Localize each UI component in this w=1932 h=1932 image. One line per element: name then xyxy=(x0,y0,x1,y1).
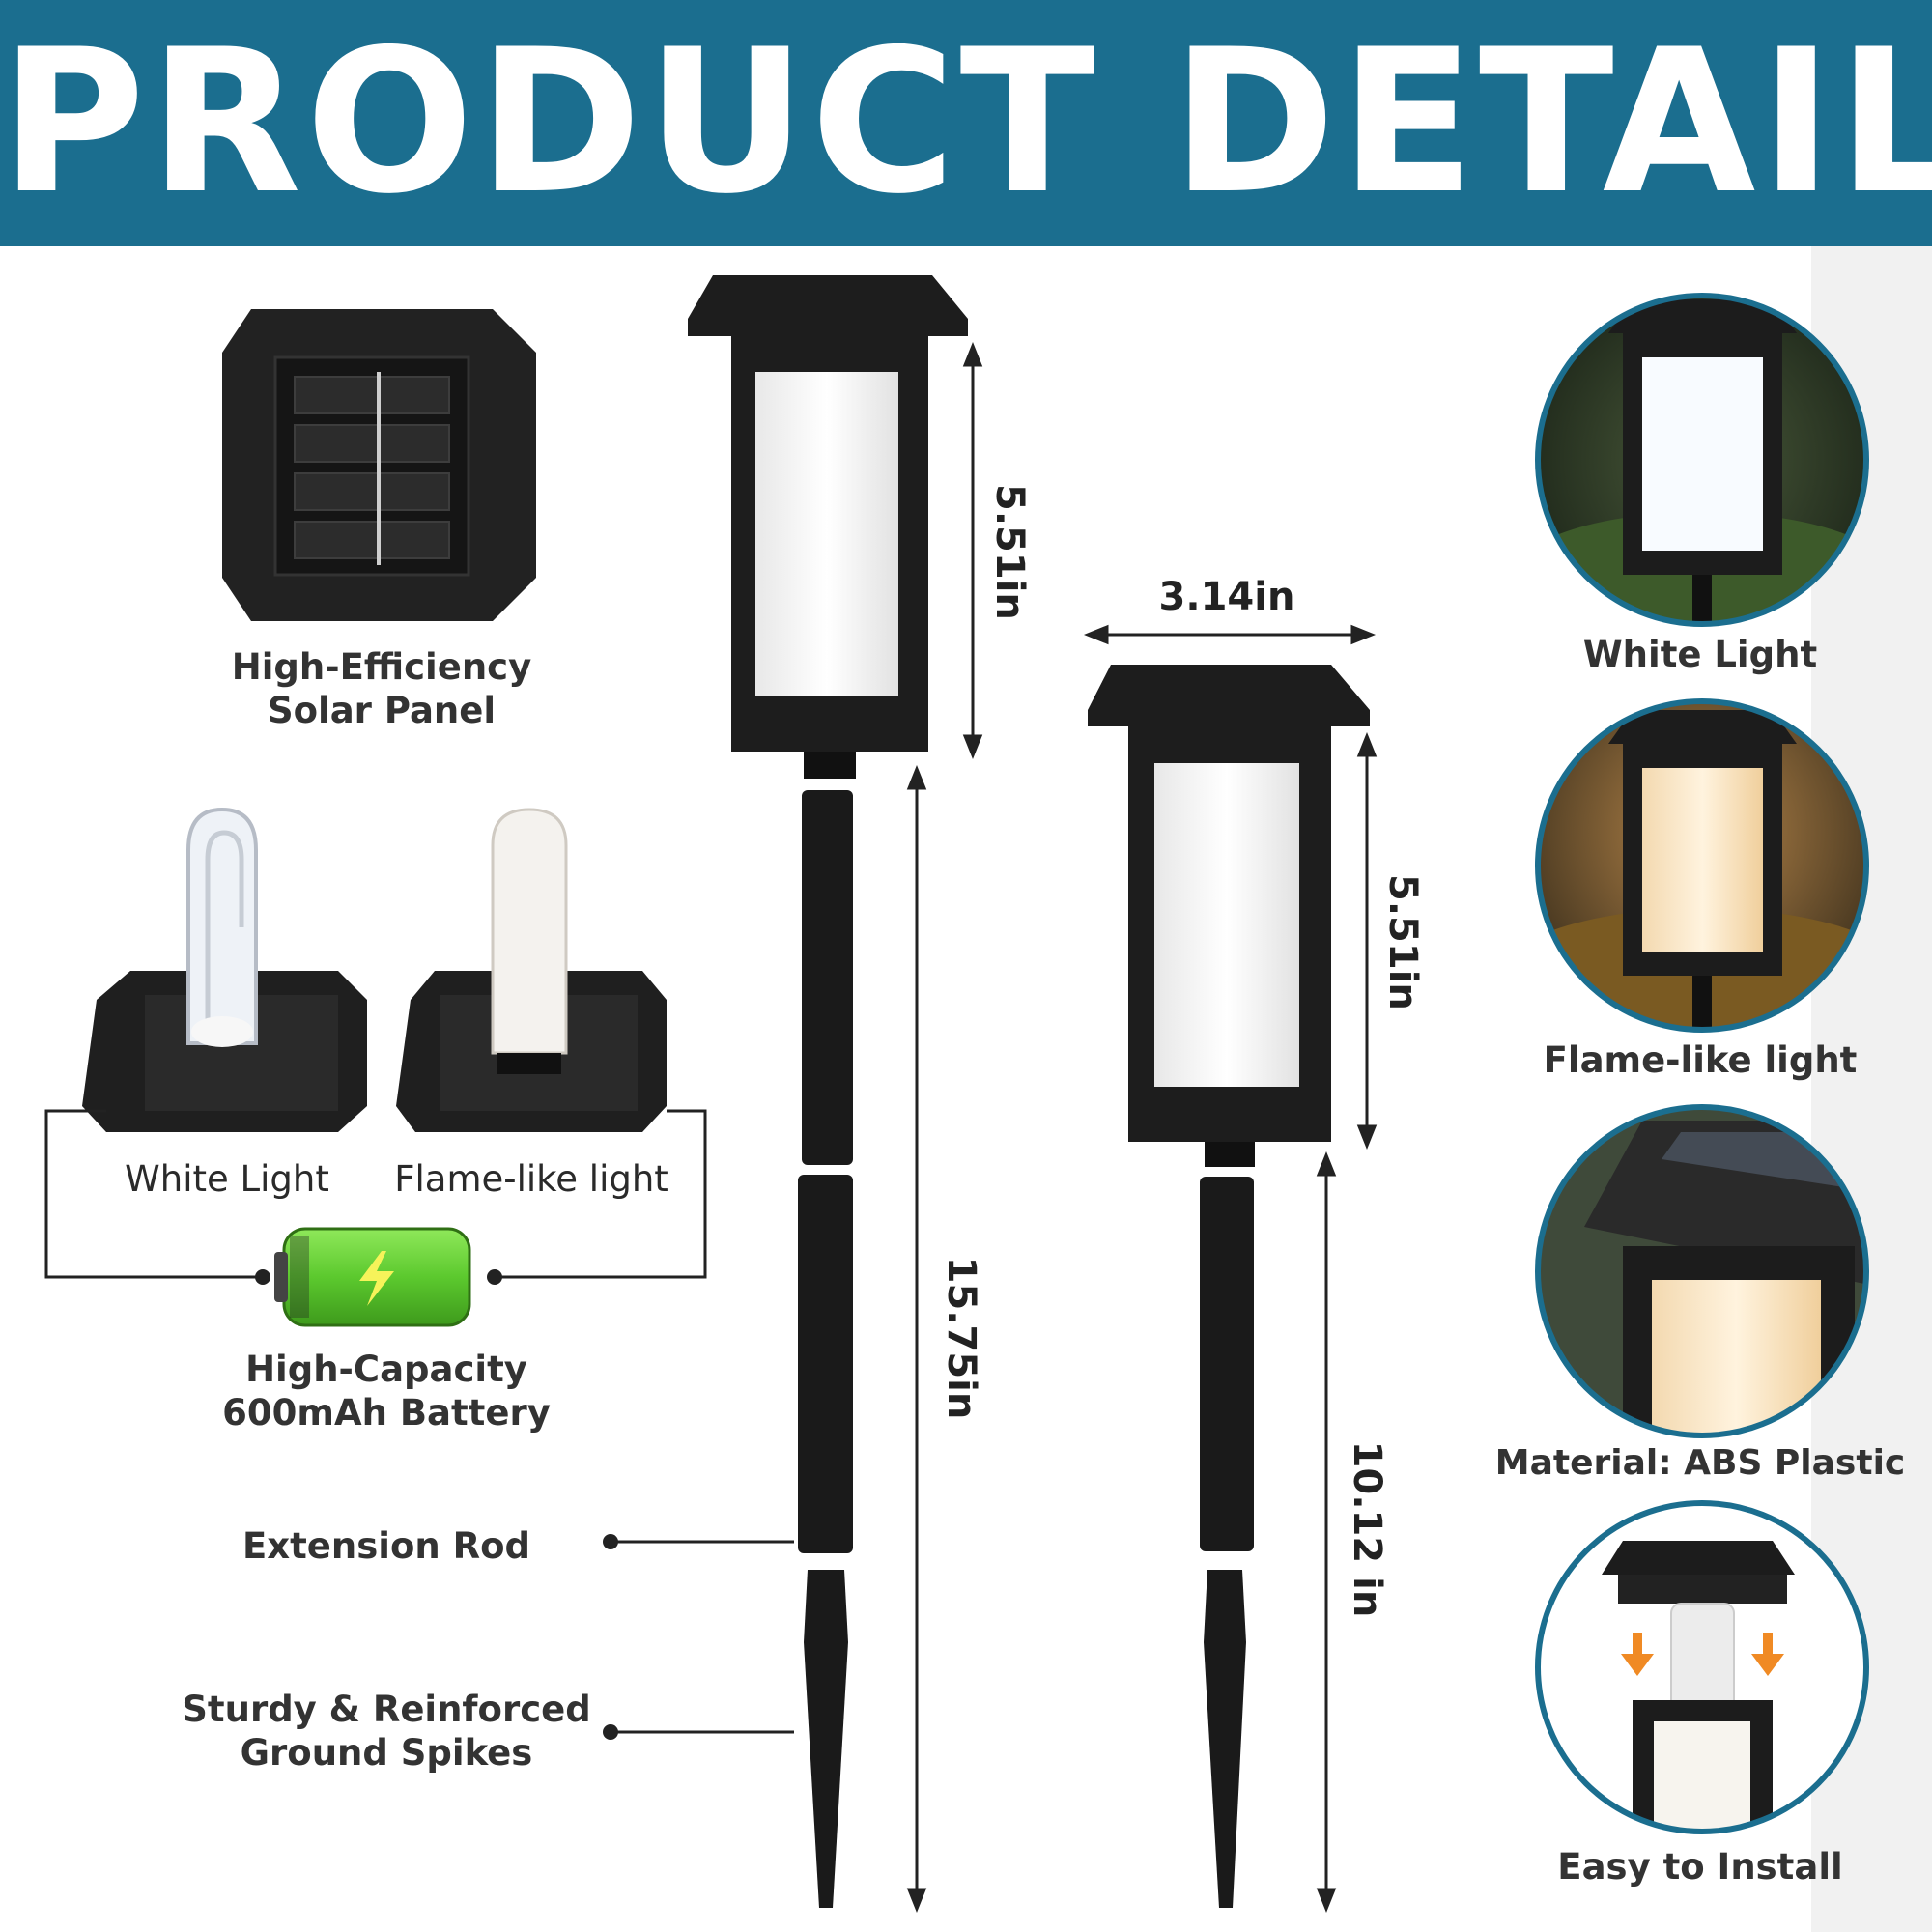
ground-spikes-label: Sturdy & Reinforced Ground Spikes xyxy=(182,1689,591,1774)
gallery-install-label: Easy to Install xyxy=(1557,1846,1843,1888)
battery-wiring xyxy=(44,1109,707,1279)
tall-total-height-label: 15.75in xyxy=(939,1256,983,1420)
page-title: PRODUCT DETAIL xyxy=(0,8,1932,238)
gallery-white-light-image xyxy=(1538,296,1866,624)
solar-panel-image xyxy=(222,309,536,621)
gallery-flame-light-image xyxy=(1538,701,1866,1030)
short-width-label: 3.14in xyxy=(1158,575,1295,619)
white-light-module-label: White Light xyxy=(125,1158,329,1200)
white-light-module-image xyxy=(82,807,367,1132)
short-head-height-label: 5.51in xyxy=(1380,874,1425,1010)
battery-label: High-Capacity 600mAh Battery xyxy=(222,1349,551,1434)
gallery-white-light-label: White Light xyxy=(1582,634,1818,675)
tall-head-height-label: 5.51in xyxy=(987,484,1032,620)
short-lamp-image xyxy=(1088,665,1370,1908)
gallery-material-label: Material: ABS Plastic xyxy=(1494,1443,1906,1483)
header-banner xyxy=(0,0,1932,246)
extension-rod-label: Extension Rod xyxy=(242,1525,530,1567)
dimension-arrows xyxy=(906,341,1378,1914)
gallery-flame-light-label: Flame-like light xyxy=(1543,1039,1858,1081)
battery-image xyxy=(274,1227,471,1327)
short-stake-height-label: 10.12 in xyxy=(1345,1440,1389,1618)
flame-light-module-label: Flame-like light xyxy=(394,1158,668,1200)
flame-light-module-image xyxy=(396,808,667,1132)
gallery-install-image xyxy=(1538,1503,1866,1832)
tall-lamp-image xyxy=(688,275,968,1908)
solar-panel-label: High-Efficiency Solar Panel xyxy=(231,646,532,731)
gallery-material-image xyxy=(1538,1107,1866,1435)
